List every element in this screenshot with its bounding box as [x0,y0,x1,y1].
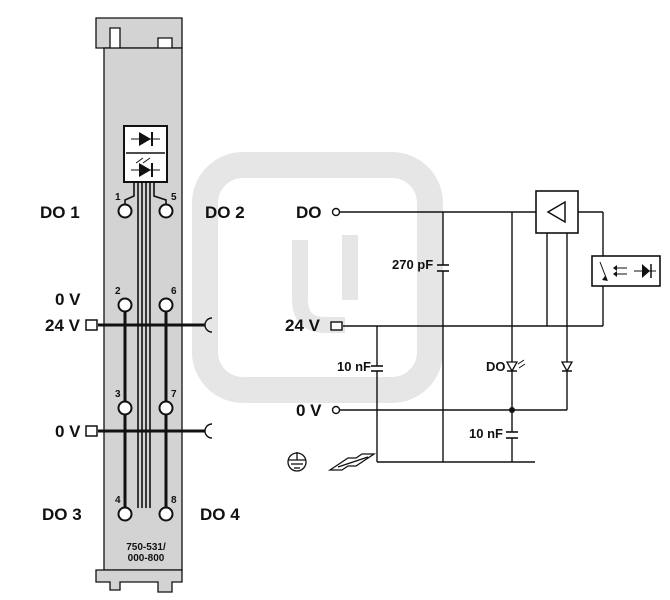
label-0v-top: 0 V [55,290,81,309]
part-number: 000-800 [128,553,165,564]
diode-icon [560,361,574,373]
junction-dot [509,407,515,413]
terminal-number: 8 [171,495,177,506]
terminal-number: 6 [171,286,177,297]
schematic-wires [340,211,604,463]
terminal-24v [330,321,343,331]
terminal-do [331,207,341,217]
capacitor-10nf-bottom [506,431,518,439]
optocoupler-icon [591,255,661,287]
label-do3: DO 3 [42,505,82,524]
label-led-do: DO [486,359,506,374]
module-diode-icon [131,132,160,146]
label-capacitor-10nf-bottom: 10 nF [469,426,503,441]
label-do2: DO 2 [205,203,245,222]
terminal-number: 5 [171,192,177,203]
module-led-icon [131,157,160,177]
power-contact-0v-right [204,423,213,439]
terminal-number: 7 [171,389,177,400]
led-icon [505,359,526,373]
terminal-clamps [117,203,174,522]
label-do4: DO 4 [200,505,240,524]
schematic-label-24v: 24 V [285,316,321,335]
power-contact-24v-left [85,319,98,331]
terminal-number: 3 [115,389,121,400]
schematic-label-0v: 0 V [296,401,322,420]
amplifier-icon [535,190,579,234]
terminal-number: 4 [115,495,121,506]
watermark-logo [192,152,443,403]
label-0v-bottom: 0 V [55,422,81,441]
ground-icon [287,452,307,472]
terminal-number: 1 [115,192,121,203]
terminal-number: 2 [115,286,121,297]
label-capacitor-270pf: 270 pF [392,257,433,272]
part-number: 750-531/ [126,542,166,553]
schematic-label-do: DO [296,203,322,222]
label-24v: 24 V [45,316,81,335]
din-rail-icon [327,453,377,471]
power-contact-0v-left [85,425,98,437]
module-icon-box [123,125,168,183]
terminal-0v [331,405,341,415]
module-internal-wires [124,182,167,508]
power-contact-24v-right [204,317,213,333]
capacitor-270pf [437,264,449,272]
capacitor-10nf-top [371,365,383,372]
label-do1: DO 1 [40,203,80,222]
label-capacitor-10nf-top: 10 nF [337,359,371,374]
